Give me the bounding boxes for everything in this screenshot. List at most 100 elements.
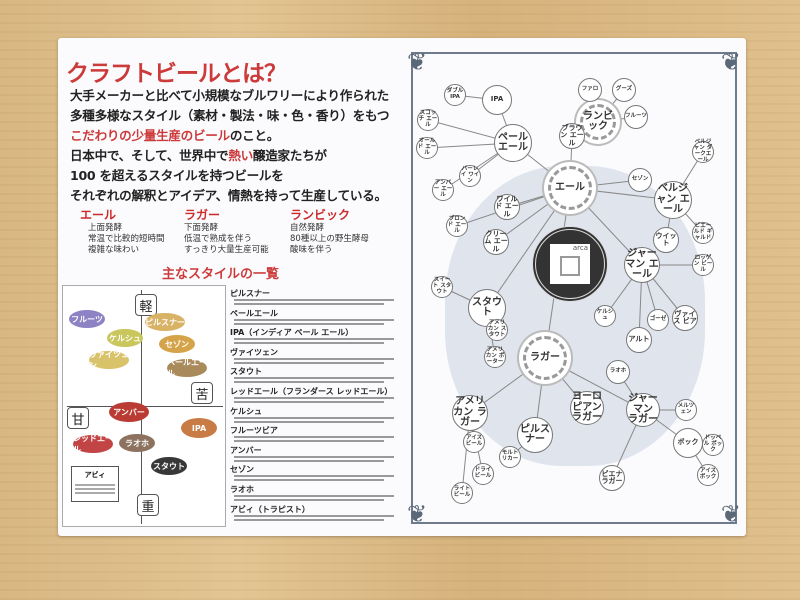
- style-bubble: フルーツ: [69, 310, 105, 328]
- intro-line: 大手メーカーと比べて小規模なブルワリーにより作られた: [70, 88, 389, 103]
- style-list-item: スタウト: [230, 367, 262, 377]
- style-list-item: ピルスナー: [230, 289, 270, 298]
- category-desc: 80種以上の野生酵母: [290, 234, 369, 244]
- style-list-item: ケルシュ: [230, 406, 262, 416]
- category-desc: 低温で熟成を伴う: [184, 234, 253, 244]
- category-1: ラガー下面発酵低温で熟成を伴うすっきり大量生産可能: [184, 206, 269, 256]
- abbey-note-title: アビィ: [84, 471, 106, 479]
- category-name: ラガー: [184, 208, 221, 222]
- style-bubble: IPA: [181, 418, 217, 438]
- style-node: アメリカン スタウト: [486, 319, 508, 341]
- style-node: ヨーロピアン ラガー: [570, 391, 604, 425]
- category-0: エール上面発酵常温で比較的短時間複雑な味わい: [80, 206, 165, 256]
- style-bubble: ラオホ: [119, 434, 155, 452]
- category-name: ランビック: [290, 208, 351, 222]
- style-node: メルツェン: [675, 399, 697, 421]
- style-list-item: アビィ（トラピスト）: [230, 504, 310, 514]
- text: 醸造家たちが: [252, 148, 327, 163]
- style-desc-line: [234, 440, 384, 443]
- style-desc-line: [234, 361, 384, 364]
- style-desc-line: [234, 381, 384, 384]
- style-node: グーズ: [612, 78, 636, 102]
- intro-line: 多種多様なスタイル（素材・製法・味・色・香り）をもつ: [70, 108, 390, 123]
- text: のこと。: [229, 128, 280, 143]
- category-desc: 下面発酵: [184, 223, 219, 233]
- category-name: エール: [80, 208, 117, 222]
- taste-quadrant-chart: 軽 苦 甘 重 フルーツケルシュヴァイツェンピルスナーセゾンペールエールアンバー…: [62, 285, 226, 527]
- style-desc-line: [234, 420, 384, 423]
- style-node: アンバー エール: [432, 179, 454, 201]
- style-node: ワイルド エール: [494, 194, 520, 220]
- style-desc-line: [234, 495, 394, 497]
- style-node: ランビック: [580, 104, 616, 140]
- category-desc: 自然発酵: [290, 223, 325, 233]
- style-node: フルーツ: [624, 105, 648, 129]
- intro-line: それぞれの解釈とアイデア、情熱を持って生産している。: [70, 188, 387, 203]
- style-desc-line: [234, 499, 384, 501]
- style-node: ブラウン エール: [559, 123, 585, 149]
- style-node: セゾン: [628, 168, 652, 192]
- ornament-icon: ❦: [720, 48, 741, 76]
- category-desc: 上面発酵: [88, 223, 123, 233]
- style-node: アイス ボック: [697, 464, 719, 486]
- style-desc-line: [234, 514, 394, 517]
- style-node: スコッチ エール: [417, 109, 439, 131]
- axis-sweet: 甘: [67, 407, 89, 429]
- text: 日本中で、そして、世界中で: [70, 148, 229, 163]
- intro-line: 日本中で、そして、世界中で熱い醸造家たちが: [70, 145, 327, 164]
- style-desc-line: [234, 459, 384, 462]
- style-bubble: セゾン: [159, 335, 195, 353]
- style-desc-line: [234, 338, 394, 341]
- style-list-item: ペールエール: [230, 308, 278, 318]
- style-desc-line: [234, 322, 384, 325]
- style-desc-line: [234, 397, 394, 399]
- style-list-item: IPA（インディア ペール エール）: [230, 328, 354, 338]
- ornament-icon: ❦: [720, 500, 741, 528]
- style-node: ボック: [673, 428, 703, 458]
- page-title: クラフトビールとは？: [66, 61, 287, 87]
- style-node: ダブル IPA: [444, 84, 466, 106]
- menu-card: クラフトビールとは？ 大手メーカーと比べて小規模なブルワリーにより作られた 多種…: [58, 38, 746, 536]
- style-node: エール: [548, 166, 592, 210]
- style-node: ドッペル ボック: [702, 434, 724, 456]
- style-desc-line: [234, 455, 394, 458]
- style-bubble: レッドエール: [73, 434, 113, 454]
- style-node: アルト: [626, 327, 652, 353]
- category-desc: 複雑な味わい: [88, 245, 140, 255]
- style-list-item: ヴァイツェン: [230, 347, 278, 357]
- style-desc-line: [234, 401, 384, 403]
- style-node: ヴァイス ビア: [672, 305, 698, 331]
- style-node: ジャーマン エール: [624, 247, 660, 283]
- style-node: オールド エール: [416, 137, 438, 159]
- style-list-item: セゾン: [230, 465, 254, 475]
- style-desc-line: [234, 416, 394, 419]
- style-node: アイス ビール: [463, 431, 485, 453]
- style-desc-line: [234, 299, 394, 301]
- style-node: ファロ: [578, 78, 602, 102]
- diagram-frame: [411, 52, 737, 524]
- style-list-item: レッドエール（フランダース レッドエール）: [230, 387, 393, 396]
- category-desc: 常温で比較的短時間: [88, 234, 165, 244]
- style-desc-line: [234, 377, 394, 380]
- style-node: ピルスナー: [517, 417, 553, 453]
- style-node: ドライ ビール: [472, 463, 494, 485]
- logo-square: arca: [550, 244, 590, 284]
- style-bubble: アンバー: [109, 402, 149, 422]
- style-list-item: ラオホ: [230, 485, 254, 494]
- style-node: ビエールド ギャルド: [692, 222, 714, 244]
- style-node: ベルジャン エール: [654, 181, 692, 219]
- highlight: 熱い: [228, 148, 253, 163]
- axis-bitter: 苦: [191, 382, 213, 404]
- style-node: モルト リカー: [499, 446, 521, 468]
- highlight: こだわりの少量生産のビール: [70, 128, 230, 143]
- style-node: ピエナ ラガー: [599, 465, 625, 491]
- axis-light: 軽: [135, 294, 157, 316]
- axis-heavy: 重: [137, 494, 159, 516]
- style-list-item: アンバー: [230, 445, 262, 455]
- style-node: ペール エール: [494, 124, 532, 162]
- style-node: ゴーゼ: [647, 309, 669, 331]
- style-bubble: ペールエール: [167, 358, 207, 378]
- style-desc-line: [234, 518, 384, 521]
- style-node: ウイット: [653, 227, 679, 253]
